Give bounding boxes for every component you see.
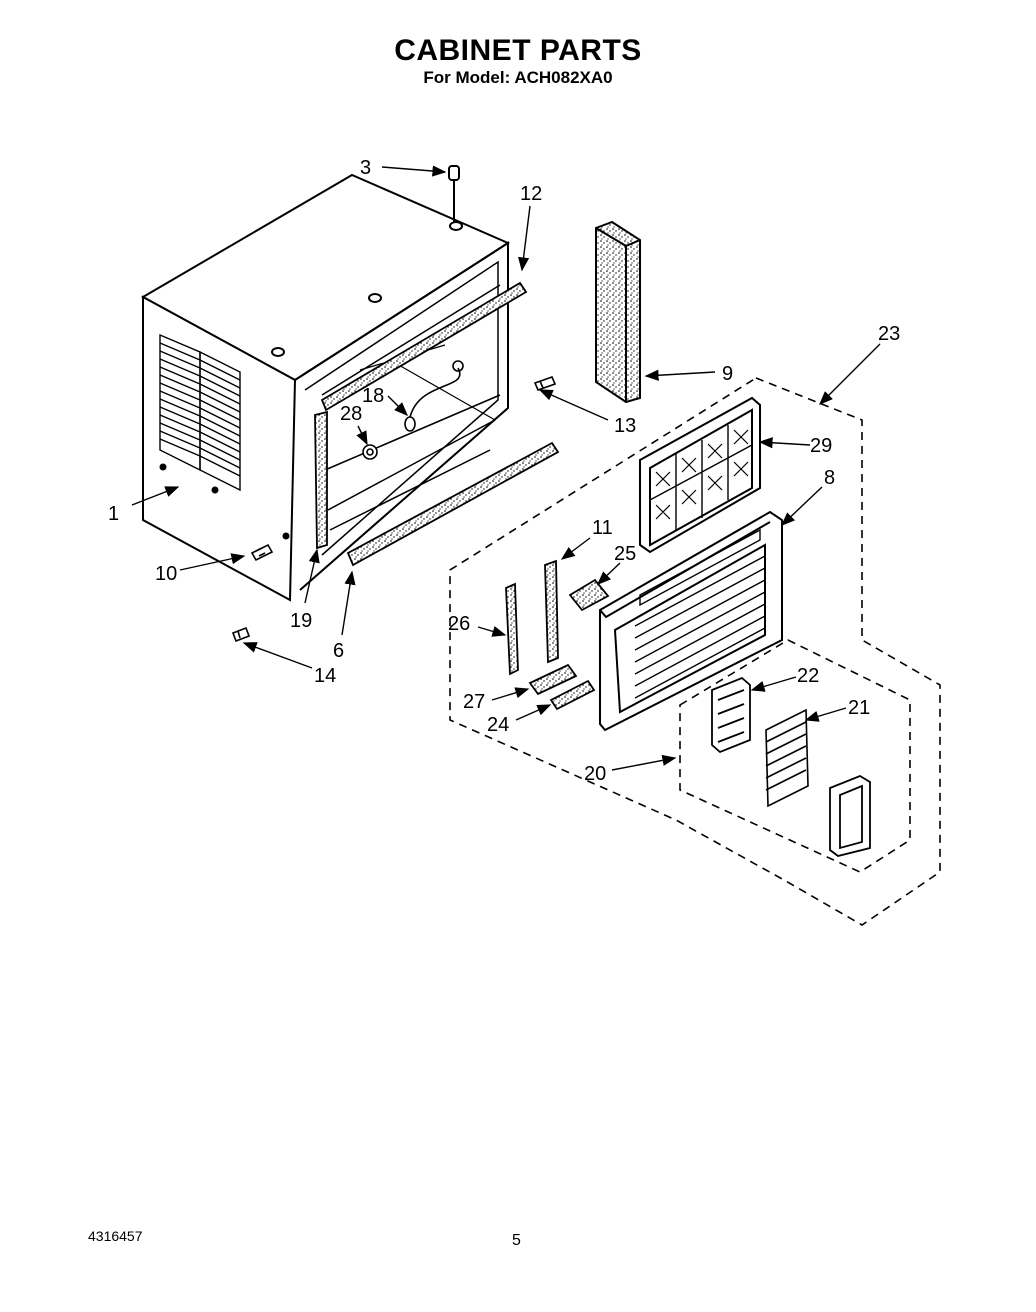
document-number: 4316457 (88, 1228, 143, 1244)
callout-11: 11 (592, 517, 613, 539)
callout-1: 1 (108, 503, 119, 525)
callout-3: 3 (360, 157, 371, 179)
model-subtitle: For Model: ACH082XA0 (423, 68, 613, 87)
callout-26: 26 (448, 613, 470, 635)
filter-grille-part-29 (639, 396, 761, 554)
seal-strip-part-19 (314, 410, 328, 550)
callout-29: 29 (810, 435, 832, 457)
callout-8: 8 (824, 467, 835, 489)
screw-part-10 (250, 543, 274, 562)
callout-24: 24 (487, 714, 509, 736)
filter-part-9 (595, 220, 641, 404)
seal-strip-part-26 (505, 582, 519, 676)
screw-part-14 (231, 626, 251, 643)
bezel-part-20 (829, 774, 871, 857)
callout-23: 23 (878, 323, 900, 345)
callout-21: 21 (848, 697, 870, 719)
pad-part-25 (568, 578, 610, 612)
cabinet-housing (140, 173, 511, 602)
callout-6: 6 (333, 640, 344, 662)
callout-18: 18 (362, 385, 384, 407)
callout-27: 27 (463, 691, 485, 713)
callout-10: 10 (155, 563, 177, 585)
screw-part-3 (448, 165, 460, 222)
callout-leaders (131, 165, 881, 771)
callout-19: 19 (290, 610, 312, 632)
grommet-part-28 (362, 444, 378, 460)
foam-block-part-24 (549, 679, 596, 711)
callout-9: 9 (722, 363, 733, 385)
louver-frame-part-22 (711, 676, 751, 754)
foam-block-part-27 (528, 663, 578, 696)
callout-14: 14 (314, 665, 336, 687)
callout-25: 25 (614, 543, 636, 565)
page-number: 5 (512, 1232, 521, 1249)
ground-wire-part-18 (404, 360, 464, 432)
assembly-box-part-20 (679, 639, 911, 873)
seal-strip-part-11 (544, 559, 559, 664)
louver-set-part-21 (765, 708, 809, 808)
screw-part-13 (533, 375, 557, 392)
callout-13: 13 (614, 415, 636, 437)
callout-20: 20 (584, 763, 606, 785)
callout-28: 28 (340, 403, 362, 425)
seal-strip-part-6 (346, 441, 560, 567)
side-louvers (159, 333, 241, 492)
page-title: CABINET PARTS (394, 34, 642, 67)
assembly-box-part-23 (449, 377, 941, 926)
callout-22: 22 (797, 665, 819, 687)
callout-12: 12 (520, 183, 542, 205)
front-grille-part-8 (599, 510, 783, 732)
seal-strip-part-12 (320, 281, 528, 412)
